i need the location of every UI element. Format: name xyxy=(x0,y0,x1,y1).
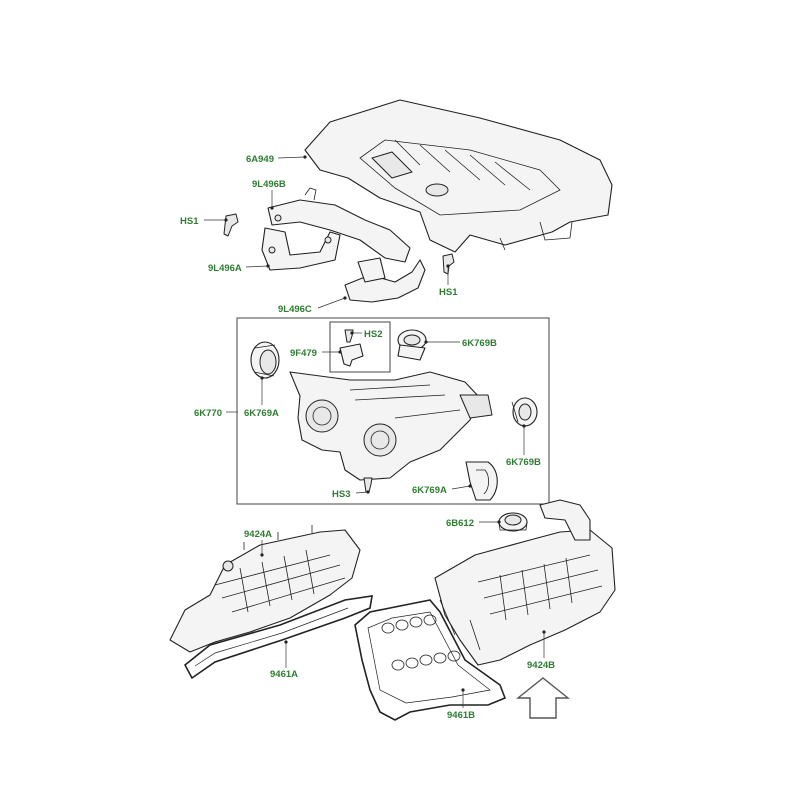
label-bracket-b: 9L496B xyxy=(252,179,286,190)
seal-bottom-part xyxy=(465,461,498,501)
label-seal-left: 6K769A xyxy=(244,408,279,419)
label-sensor: 9F479 xyxy=(290,348,317,359)
label-seal-bottom: 6K769A xyxy=(412,485,447,496)
label-oil-cap: 6B612 xyxy=(446,518,474,529)
label-seal-right: 6K769B xyxy=(506,457,541,468)
seal-right-part xyxy=(511,397,538,427)
engine-cover xyxy=(304,99,613,253)
label-seal-top-right: 6K769B xyxy=(462,338,497,349)
bracket-a xyxy=(261,227,341,271)
gasket-right-part xyxy=(354,599,507,721)
sensor-detail-box xyxy=(329,321,391,373)
label-bracket-c: 9L496C xyxy=(278,304,312,315)
bracket-b xyxy=(267,187,411,263)
label-bolt-hs3: HS3 xyxy=(332,489,350,500)
leader-lines xyxy=(204,155,546,708)
throttle-assembly-part xyxy=(289,371,493,481)
label-bolt-hs2: HS2 xyxy=(364,329,382,340)
cover-right-part xyxy=(434,499,616,666)
seal-left-part xyxy=(250,341,280,379)
bolt-hs3-part xyxy=(363,477,373,493)
up-arrow-icon xyxy=(516,677,570,719)
cover-left-part xyxy=(169,525,361,653)
label-bracket-a: 9L496A xyxy=(208,263,242,274)
gasket-left-part xyxy=(183,595,373,680)
bracket-c xyxy=(344,257,426,303)
bolt-hs1-left-part xyxy=(223,213,239,237)
label-cover-left: 9424A xyxy=(244,529,272,540)
label-gasket-left: 9461A xyxy=(270,669,298,680)
oil-cap-part xyxy=(498,512,528,532)
seal-top-right-part xyxy=(397,329,427,361)
label-gasket-right: 9461B xyxy=(447,710,475,721)
throttle-assembly-box xyxy=(236,317,550,505)
label-engine-cover: 6A949 xyxy=(246,154,274,165)
sensor-part xyxy=(339,343,364,367)
bolt-hs1-right-part xyxy=(442,253,455,275)
part-labels: 6A949 9L496B HS1 9L496A HS1 9L496C HS2 9… xyxy=(180,154,555,721)
label-throttle-assembly: 6K770 xyxy=(194,408,222,419)
label-bolt-hs1-left: HS1 xyxy=(180,216,199,227)
label-bolt-hs1-right: HS1 xyxy=(439,287,458,298)
label-cover-right: 9424B xyxy=(527,660,555,671)
